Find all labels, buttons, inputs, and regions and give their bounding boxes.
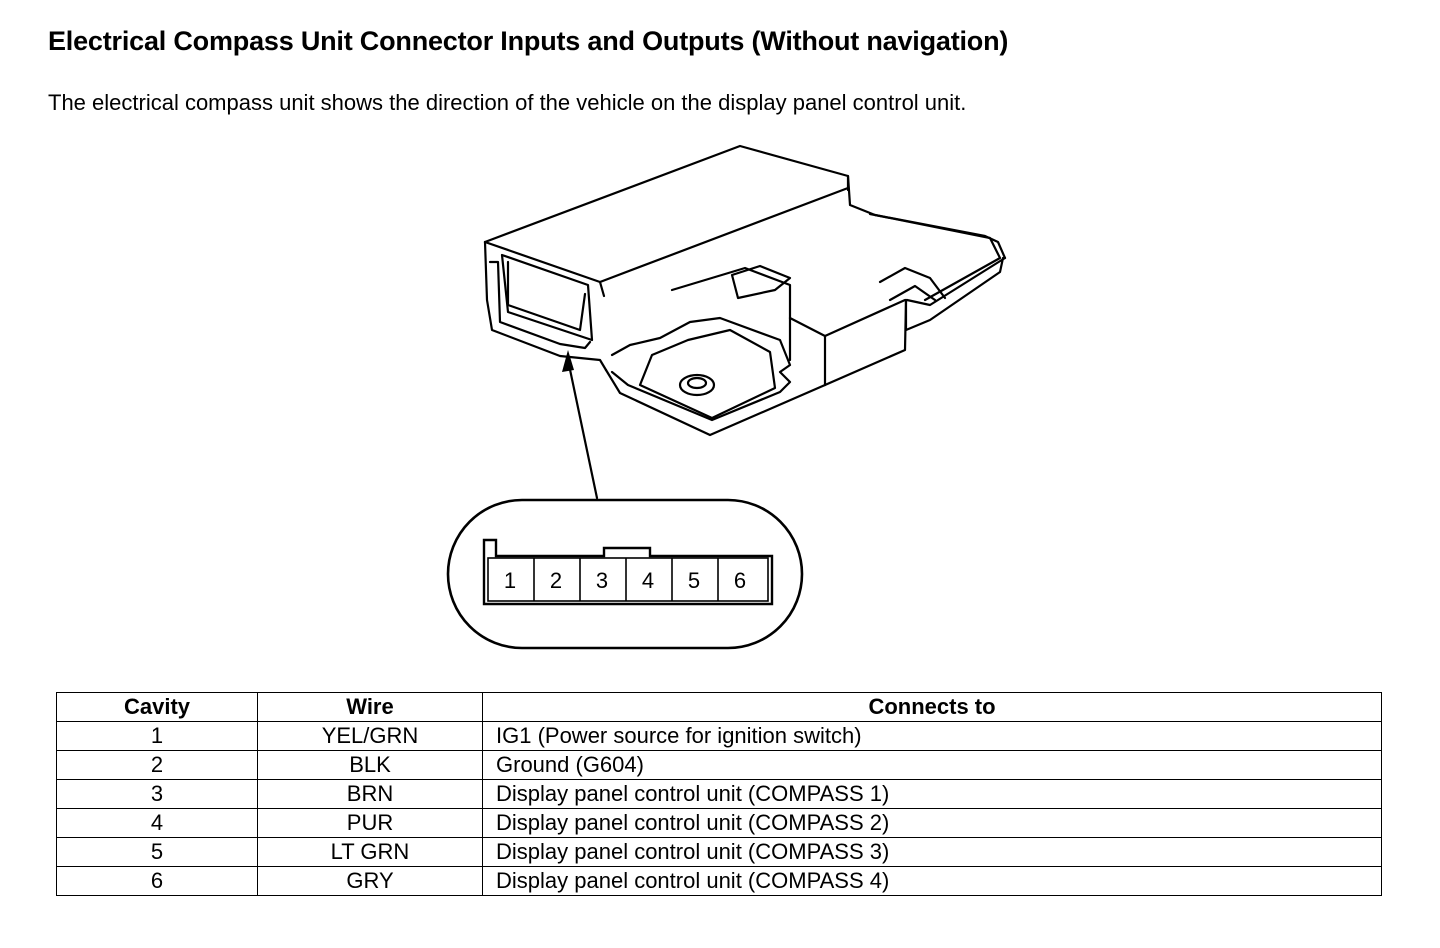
connector-housing bbox=[483, 240, 608, 372]
cavity-label-4: 4 bbox=[642, 568, 654, 593]
cavity-label-5: 5 bbox=[688, 568, 700, 593]
connects-to-cell: Display panel control unit (COMPASS 2) bbox=[482, 808, 1382, 838]
connects-to-cell: Display panel control unit (COMPASS 1) bbox=[482, 779, 1382, 809]
header-cavity: Cavity bbox=[56, 692, 258, 722]
cavity-cell: 3 bbox=[56, 779, 258, 809]
connector-callout bbox=[446, 498, 804, 650]
cavity-cell: 1 bbox=[56, 721, 258, 751]
wire-cell: LT GRN bbox=[257, 837, 483, 867]
header-connects-to: Connects to bbox=[482, 692, 1382, 722]
compass-unit-illustration: 1 2 3 4 5 6 bbox=[446, 144, 1007, 650]
cavity-label-6: 6 bbox=[734, 568, 746, 593]
cavity-label-3: 3 bbox=[596, 568, 608, 593]
header-wire: Wire bbox=[257, 692, 483, 722]
indicator-arrow bbox=[566, 358, 599, 500]
cavity-cell: 2 bbox=[56, 750, 258, 780]
table-row: 6 GRY Display panel control unit (COMPAS… bbox=[56, 866, 1382, 896]
table-header-row: Cavity Wire Connects to bbox=[56, 692, 1382, 722]
connects-to-cell: Display panel control unit (COMPASS 3) bbox=[482, 837, 1382, 867]
cavity-cell: 5 bbox=[56, 837, 258, 867]
wire-cell: YEL/GRN bbox=[257, 721, 483, 751]
wire-cell: PUR bbox=[257, 808, 483, 838]
page-title: Electrical Compass Unit Connector Inputs… bbox=[48, 26, 1009, 56]
wire-cell: BRN bbox=[257, 779, 483, 809]
cavity-label-2: 2 bbox=[550, 568, 562, 593]
mounting-flange bbox=[604, 368, 827, 437]
wire-cell: GRY bbox=[257, 866, 483, 896]
page-description: The electrical compass unit shows the di… bbox=[48, 90, 967, 115]
table-row: 4 PUR Display panel control unit (COMPAS… bbox=[56, 808, 1382, 838]
table-row: 2 BLK Ground (G604) bbox=[56, 750, 1382, 780]
table-row: 3 BRN Display panel control unit (COMPAS… bbox=[56, 779, 1382, 809]
pinout-table: Cavity Wire Connects to 1 YEL/GRN IG1 (P… bbox=[56, 692, 1382, 896]
connects-to-cell: Display panel control unit (COMPASS 4) bbox=[482, 866, 1382, 896]
table-row: 5 LT GRN Display panel control unit (COM… bbox=[56, 837, 1382, 867]
connects-to-cell: IG1 (Power source for ignition switch) bbox=[482, 721, 1382, 751]
housing-top bbox=[483, 144, 1007, 260]
connects-to-cell: Ground (G604) bbox=[482, 750, 1382, 780]
cavity-cell: 6 bbox=[56, 866, 258, 896]
table-row: 1 YEL/GRN IG1 (Power source for ignition… bbox=[56, 721, 1382, 751]
wire-cell: BLK bbox=[257, 750, 483, 780]
cavity-cell: 4 bbox=[56, 808, 258, 838]
cavity-label-1: 1 bbox=[504, 568, 516, 593]
